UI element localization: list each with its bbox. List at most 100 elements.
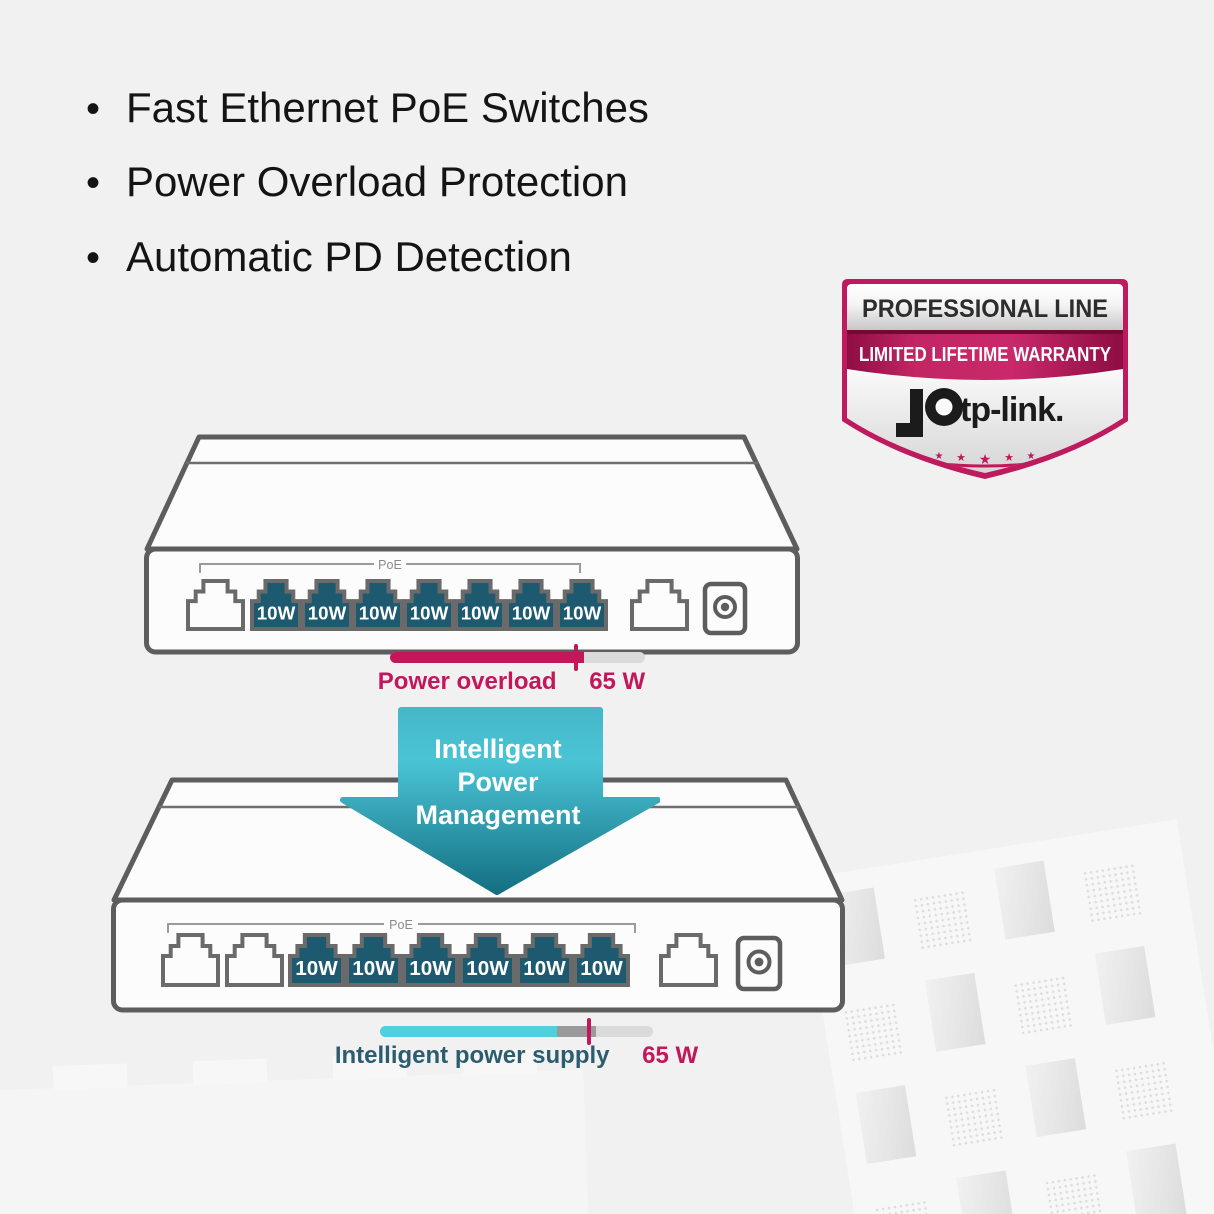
rj45-port-poe: 10W [403,579,455,631]
rooftop-detail [52,1063,128,1091]
background-building-right [801,819,1214,1214]
rooftop-detail [192,1058,268,1086]
port-wattage-label: 10W [461,602,500,623]
warranty-badge: PROFESSIONAL LINE LIMITED LIFETIME WARRA… [842,279,1128,479]
star-icon: ★ [979,451,992,467]
rj45-port-poe: 10W [288,933,345,987]
port-row: 10W 10W 10W 10W 10W 10W 10W [186,579,689,631]
port-wattage-label: 10W [409,957,452,980]
port-wattage-label: 10W [410,602,449,623]
feature-bullet-text: Power Overload Protection [126,158,628,206]
star-icon: ★ [935,451,944,462]
building-window [1025,1058,1087,1138]
rj45-port-poe: 10W [352,579,404,631]
poe-bracket [167,923,636,933]
building-vent-pattern [1112,1059,1175,1122]
bullet-dot-icon: • [86,161,101,206]
rj45-port-poe: 10W [301,579,353,631]
star-rating-icons: ★ ★ ★ ★ ★ [935,451,1036,467]
building-window [855,1085,917,1165]
intelligent-power-arrow: Intelligent Power Management [340,707,660,895]
power-connector [735,935,783,992]
rj45-port-poe: 10W [516,933,573,987]
port-wattage-label: 10W [352,957,395,980]
feature-bullet: • Automatic PD Detection [86,233,649,281]
building-vent-pattern [1012,974,1075,1037]
supply-bar-reserve [557,1026,596,1037]
overload-bar-labels: Power overload 65 W [378,668,645,696]
port-row: 10W 10W 10W 10W 10W 10W [161,933,718,987]
rj45-port-empty [161,933,220,987]
supply-bar: Intelligent power supply 65 W [335,1018,698,1076]
building-window [1094,945,1156,1025]
power-connector [702,581,748,636]
overload-value: 65 W [589,668,646,695]
building-window [956,1170,1017,1214]
arrow-text-line2: Power [457,767,539,797]
rj45-port-poe: 10W [556,579,608,631]
rj45-port-poe: 10W [573,933,630,987]
switch-top-face [144,434,800,552]
building-vent-pattern [1043,1172,1106,1214]
building-window [994,860,1055,940]
supply-bar-labels: Intelligent power supply 65 W [335,1042,698,1070]
port-wattage-label: 10W [512,602,551,623]
supply-value: 65 W [642,1042,699,1069]
supply-bar-track [380,1018,653,1045]
tp-link-wordmark: tp-link. [960,391,1063,429]
overload-bar: Power overload 65 W [378,644,645,702]
overload-bar-track [390,644,645,671]
supply-bar-fill [380,1026,558,1037]
port-wattage-label: 10W [580,957,623,980]
port-wattage-label: 10W [359,602,398,623]
building-vent-pattern [873,1199,936,1214]
feature-list: • Fast Ethernet PoE Switches • Power Overlo… [86,84,649,307]
tp-link-logo: tp-link. [896,388,1064,437]
rj45-port-poe: 10W [402,933,459,987]
port-wattage-label: 10W [466,957,509,980]
poe-switch-overload-illustration: PoE 10W 10W 10W 10W 10W 10W 10W [144,434,800,655]
arrow-text-line3: Management [415,800,580,830]
down-arrow-shape [340,707,660,895]
building-vent-pattern [943,1086,1005,1149]
building-window [1126,1143,1187,1214]
port-wattage-label: 10W [563,602,602,623]
overload-bar-fill [390,652,584,663]
port-wattage-label: 10W [257,602,296,623]
port-wattage-label: 10W [295,957,338,980]
rj45-port-poe: 10W [345,933,402,987]
port-wattage-label: 10W [523,957,566,980]
arrow-text-line1: Intelligent [434,734,562,764]
bullet-dot-icon: • [86,87,101,131]
building-vent-pattern [842,1001,905,1064]
supply-label: Intelligent power supply [334,1042,610,1069]
rj45-port-poe: 10W [454,579,506,631]
building-vent-pattern [911,889,974,952]
rj45-port-empty [225,933,284,987]
supply-limit-tick [587,1018,592,1045]
building-vent-pattern [1081,862,1144,925]
poe-group-label: PoE [378,558,402,572]
feature-bullet: • Power Overload Protection [86,158,649,206]
warranty-label: LIMITED LIFETIME WARRANTY [859,344,1112,366]
overload-limit-tick [573,644,578,671]
poe-bracket [199,563,581,573]
building-window [924,972,986,1052]
feature-bullet-text: Fast Ethernet PoE Switches [126,84,649,131]
rj45-port-poe: 10W [250,579,302,631]
rj45-port-poe: 10W [459,933,516,987]
star-icon: ★ [1027,451,1036,462]
overload-label: Power overload [377,668,557,695]
bullet-dot-icon: • [86,235,101,280]
star-icon: ★ [1004,452,1014,464]
feature-bullet-text: Automatic PD Detection [126,232,572,280]
rj45-port-poe: 10W [505,579,557,631]
star-icon: ★ [956,452,966,464]
professional-line-label: PROFESSIONAL LINE [862,295,1108,323]
poe-group-label: PoE [389,918,413,932]
background-building-left [0,1049,589,1214]
feature-bullet: • Fast Ethernet PoE Switches [86,84,649,132]
rj45-port-empty [659,933,718,987]
port-wattage-label: 10W [308,602,347,623]
